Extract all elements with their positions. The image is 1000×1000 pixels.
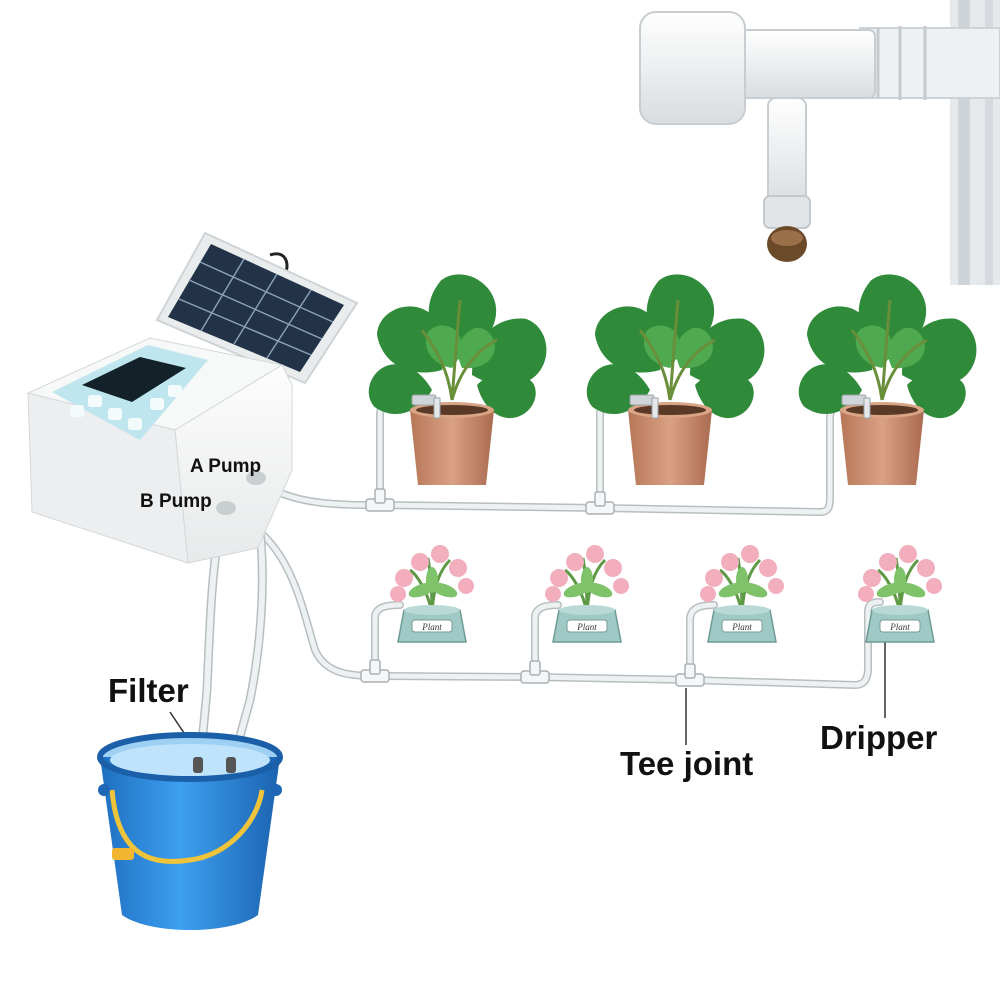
- dripper-label: Dripper: [820, 719, 938, 756]
- monstera-plant-icon: [582, 271, 779, 485]
- succulent-plant-icon: [543, 543, 631, 644]
- b-pump-label: B Pump: [140, 491, 212, 512]
- controller-icon: [26, 337, 293, 564]
- succulent-plant-icon: [856, 543, 944, 644]
- pot-label: Plant: [421, 622, 442, 632]
- monstera-plant-icon: [794, 271, 991, 485]
- bucket-icon: [97, 732, 283, 930]
- a-pump-label: A Pump: [190, 456, 262, 477]
- tee-joint-icon: [360, 488, 705, 687]
- succulent-plant-icon: Plant: [390, 545, 474, 643]
- filter-label: Filter: [108, 672, 189, 709]
- succulent-plant-icon: [698, 543, 786, 644]
- monstera-plant-icon: [364, 271, 562, 485]
- tee-joint-label: Tee joint: [620, 745, 754, 782]
- tube-network-upper: [264, 396, 856, 516]
- solar-panel-icon: [155, 231, 359, 385]
- dripper-closeup-icon: [639, 0, 1000, 285]
